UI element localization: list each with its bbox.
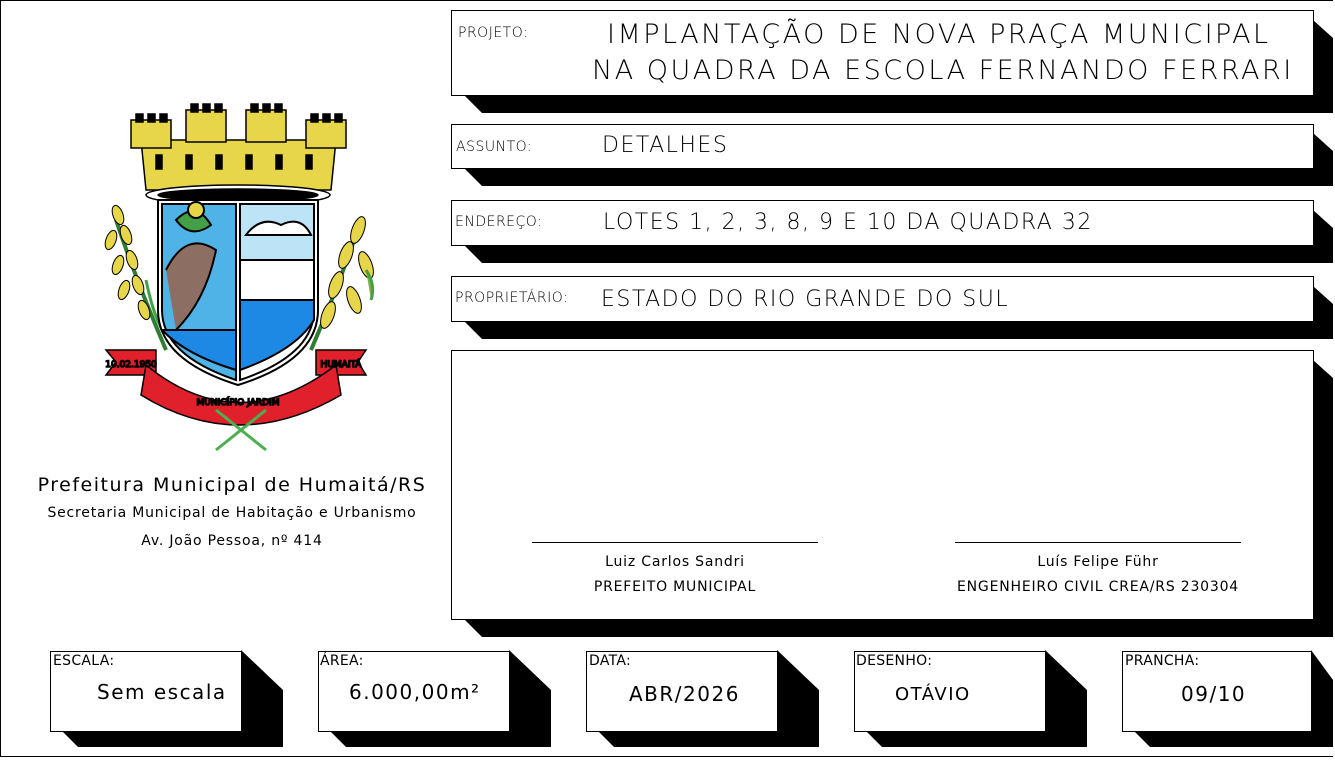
area-value: 6.000,00m² <box>349 680 481 704</box>
projeto-box: PROJETO: IMPLANTAÇÃO DE NOVA PRAÇA MUNIC… <box>451 10 1314 96</box>
institution-address: Av. João Pessoa, nº 414 <box>141 533 323 549</box>
area-label: ÁREA: <box>320 653 364 669</box>
signature-title-left: PREFEITO MUNICIPAL <box>593 579 757 595</box>
escala-box: ESCALA: Sem escala <box>50 651 242 732</box>
endereco-value: LOTES 1, 2, 3, 8, 9 E 10 DA QUADRA 32 <box>603 210 1093 235</box>
proprietario-label: PROPRIETÁRIO: <box>455 290 569 306</box>
desenho-value: OTÁVIO <box>895 684 971 705</box>
escala-value: Sem escala <box>97 680 227 704</box>
projeto-box-shadow-side <box>1313 20 1333 113</box>
data-box-shadow <box>598 731 819 747</box>
projeto-title-line1: IMPLANTAÇÃO DE NOVA PRAÇA MUNICIPAL <box>607 19 1271 50</box>
endereco-box: ENDEREÇO: LOTES 1, 2, 3, 8, 9 E 10 DA QU… <box>451 200 1314 246</box>
projeto-label: PROJETO: <box>458 25 529 41</box>
proprietario-box: PROPRIETÁRIO: ESTADO DO RIO GRANDE DO SU… <box>451 276 1314 322</box>
signature-box-shadow-side <box>1313 360 1333 637</box>
svg-text:MUNICÍPIO JARDIM: MUNICÍPIO JARDIM <box>197 396 280 408</box>
mural-crown-icon <box>130 103 347 206</box>
assunto-box: ASSUNTO: DETALHES <box>451 124 1314 169</box>
svg-text:HUMAITÁ: HUMAITÁ <box>321 358 363 370</box>
prancha-box: PRANCHA: 09/10 <box>1122 651 1312 732</box>
signature-title-right: ENGENHEIRO CIVIL CREA/RS 230304 <box>957 579 1239 595</box>
signature-line-left <box>532 542 818 543</box>
signature-name-right: Luís Felipe Führ <box>1037 554 1159 570</box>
municipal-crest-logo: 10.02.1950 HUMAITÁ MUNICÍPIO JARDIM <box>104 103 375 452</box>
shield-icon <box>157 199 319 387</box>
desenho-box-shadow <box>866 731 1087 747</box>
escala-label: ESCALA: <box>53 653 115 669</box>
signature-box: Luiz Carlos Sandri PREFEITO MUNICIPAL Lu… <box>451 350 1314 620</box>
ribbon-banner-icon: 10.02.1950 HUMAITÁ MUNICÍPIO JARDIM <box>104 349 368 426</box>
prancha-box-shadow <box>1134 731 1333 747</box>
area-box: ÁREA: 6.000,00m² <box>318 651 510 732</box>
signature-name-left: Luiz Carlos Sandri <box>605 554 745 570</box>
prancha-label: PRANCHA: <box>1125 653 1200 669</box>
projeto-box-shadow <box>464 95 1333 113</box>
desenho-label: DESENHO: <box>856 653 933 669</box>
escala-box-shadow <box>62 731 283 747</box>
crossed-branches-icon <box>215 408 267 452</box>
signature-line-right <box>955 542 1241 543</box>
data-box: DATA: ABR/2026 <box>586 651 778 732</box>
prancha-box-shadow-side <box>1311 650 1333 747</box>
assunto-value: DETALHES <box>602 133 729 158</box>
proprietario-value: ESTADO DO RIO GRANDE DO SUL <box>601 287 1010 312</box>
assunto-label: ASSUNTO: <box>456 139 533 155</box>
endereco-label: ENDEREÇO: <box>455 214 543 230</box>
data-value: ABR/2026 <box>629 682 740 706</box>
projeto-title-line2: NA QUADRA DA ESCOLA FERNANDO FERRARI <box>592 55 1294 86</box>
soybean-right-icon <box>309 216 375 351</box>
proprietario-box-shadow <box>464 321 1333 339</box>
signature-box-shadow <box>464 619 1333 637</box>
svg-text:10.02.1950: 10.02.1950 <box>105 360 157 370</box>
area-box-shadow <box>330 731 551 747</box>
endereco-box-shadow <box>464 245 1333 263</box>
prancha-value: 09/10 <box>1181 682 1247 706</box>
institution-name: Prefeitura Municipal de Humaitá/RS <box>37 474 427 496</box>
data-label: DATA: <box>589 653 632 669</box>
assunto-box-shadow <box>464 168 1333 186</box>
desenho-box: DESENHO: OTÁVIO <box>854 651 1046 732</box>
institution-department: Secretaria Municipal de Habitação e Urba… <box>47 505 417 521</box>
